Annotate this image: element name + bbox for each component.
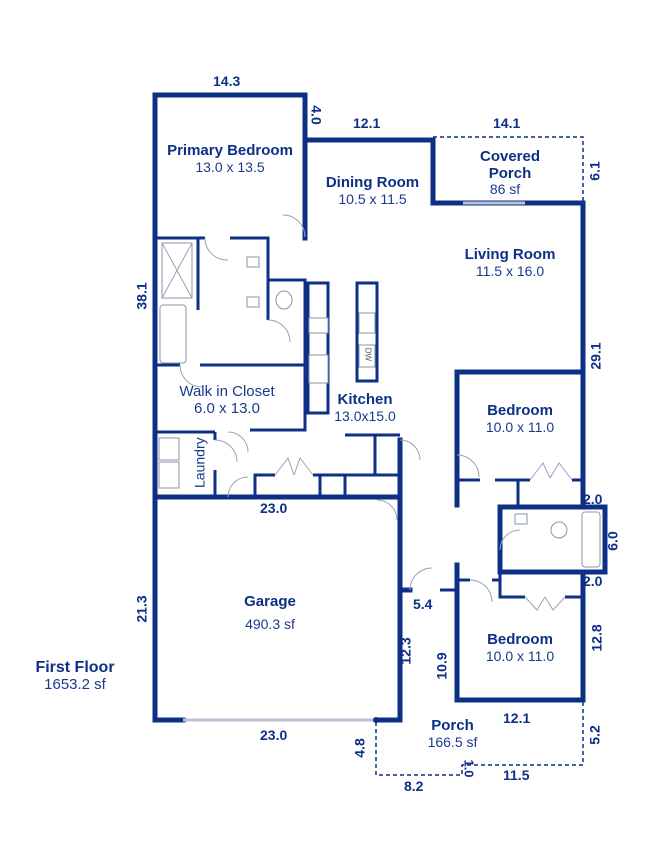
room-area: 166.5 sf: [427, 733, 478, 750]
room-walk-in-closet: Walk in Closet 6.0 x 13.0: [157, 383, 297, 417]
room-name: Bedroom: [487, 631, 553, 648]
room-name: Primary Bedroom: [167, 142, 293, 159]
sink-1: [246, 256, 260, 268]
room-dims: 10.0 x 11.0: [485, 647, 555, 664]
room-area: 490.3 sf: [245, 615, 295, 632]
floor-summary: First Floor 1653.2 sf: [20, 659, 130, 693]
measure-garage-bottom: 23.0: [260, 727, 288, 743]
room-name: Dining Room: [325, 174, 420, 191]
measure-hall-width: 5.4: [413, 596, 433, 612]
sink: [514, 513, 528, 525]
room-name: Porch: [431, 717, 474, 734]
measure-top-covered-porch: 14.1: [493, 115, 521, 131]
wall-bedroom-upper: [454, 369, 586, 508]
room-bedroom-lower: Bedroom 10.0 x 11.0: [460, 631, 580, 664]
room-bedroom-upper: Bedroom 10.0 x 11.0: [460, 402, 580, 435]
room-area: 86 sf: [489, 181, 521, 197]
wall-dining-top: [302, 137, 586, 373]
toilet: [550, 521, 568, 539]
kitchen-sink: [358, 312, 376, 334]
measure-bath-bottom: 2.0: [583, 573, 603, 589]
wall-bedroom-lower: [454, 562, 586, 703]
measure-garage-right: 12.3: [397, 637, 414, 665]
measure-step: 4.0: [308, 105, 325, 125]
dishwasher-label: DW: [363, 347, 373, 362]
measure-covered-porch-side: 6.1: [586, 161, 603, 181]
room-porch: Porch 166.5 sf: [415, 717, 490, 750]
stove: [308, 317, 329, 334]
room-garage: Garage 490.3 sf: [205, 593, 335, 632]
measure-hall-length: 10.9: [433, 652, 450, 680]
room-name: Garage: [244, 593, 296, 610]
measure-bath-side: 6.0: [604, 531, 621, 551]
room-dims: 10.0 x 11.0: [485, 418, 555, 435]
room-dining-room: Dining Room 10.5 x 11.5: [310, 174, 435, 207]
measure-porch-bottom-right: 11.5: [503, 767, 530, 783]
room-dims: 6.0 x 13.0: [194, 399, 260, 417]
measure-right-living: 29.1: [587, 342, 604, 370]
room-name-line2: Porch: [488, 164, 532, 182]
measure-top-primary: 14.3: [213, 73, 241, 89]
floor-name: First Floor: [35, 659, 115, 676]
room-name: Walk in Closet: [179, 383, 275, 400]
bathtub: [581, 511, 601, 568]
room-name: Bedroom: [487, 402, 553, 419]
measure-porch-left: 4.8: [351, 738, 368, 758]
measure-garage-left: 21.3: [133, 595, 150, 623]
room-laundry: Laundry: [191, 437, 208, 488]
porch-outline: [375, 702, 584, 776]
dishwasher: [358, 344, 376, 368]
room-dims: 10.5 x 11.5: [338, 190, 407, 207]
wall-hall: [397, 437, 413, 593]
bathtub-primary: [159, 304, 187, 364]
wall-garage-right: [375, 587, 403, 723]
measure-left-main: 38.1: [133, 282, 150, 310]
measure-porch-bottom-left: 8.2: [404, 778, 424, 794]
room-covered-porch: Covered Porch 86 sf: [455, 148, 565, 197]
dryer: [158, 461, 180, 489]
room-name: Kitchen: [337, 391, 393, 408]
measure-bedroom-bottom: 12.1: [503, 710, 531, 726]
room-living-room: Living Room 11.5 x 16.0: [445, 246, 575, 279]
room-name-line1: Covered: [479, 148, 541, 165]
measure-top-dining: 12.1: [353, 115, 381, 131]
measure-porch-step: 1.0: [461, 759, 477, 778]
toilet-primary: [275, 290, 293, 310]
room-dims: 11.5 x 16.0: [475, 262, 545, 279]
measure-porch-right: 5.2: [586, 725, 603, 745]
wall-primary-left: [152, 92, 308, 723]
kitchen-counter: [306, 281, 330, 415]
measure-bedroom-right: 12.8: [588, 624, 605, 652]
room-dims: 13.0 x 13.5: [195, 158, 265, 175]
measure-bath-top: 2.0: [583, 491, 603, 507]
washer: [158, 437, 180, 461]
kitchen-island: [355, 281, 379, 383]
room-primary-bedroom: Primary Bedroom 13.0 x 13.5: [155, 142, 305, 175]
room-dims: 13.0x15.0: [334, 407, 396, 424]
measure-garage-top: 23.0: [260, 500, 288, 516]
fridge: [308, 354, 329, 384]
hall-bath: [497, 504, 608, 575]
room-kitchen: Kitchen 13.0x15.0: [325, 391, 405, 424]
covered-porch-outline: [433, 136, 584, 203]
room-name: Living Room: [464, 246, 556, 263]
sink-2: [246, 296, 260, 308]
floor-area: 1653.2 sf: [44, 675, 106, 693]
